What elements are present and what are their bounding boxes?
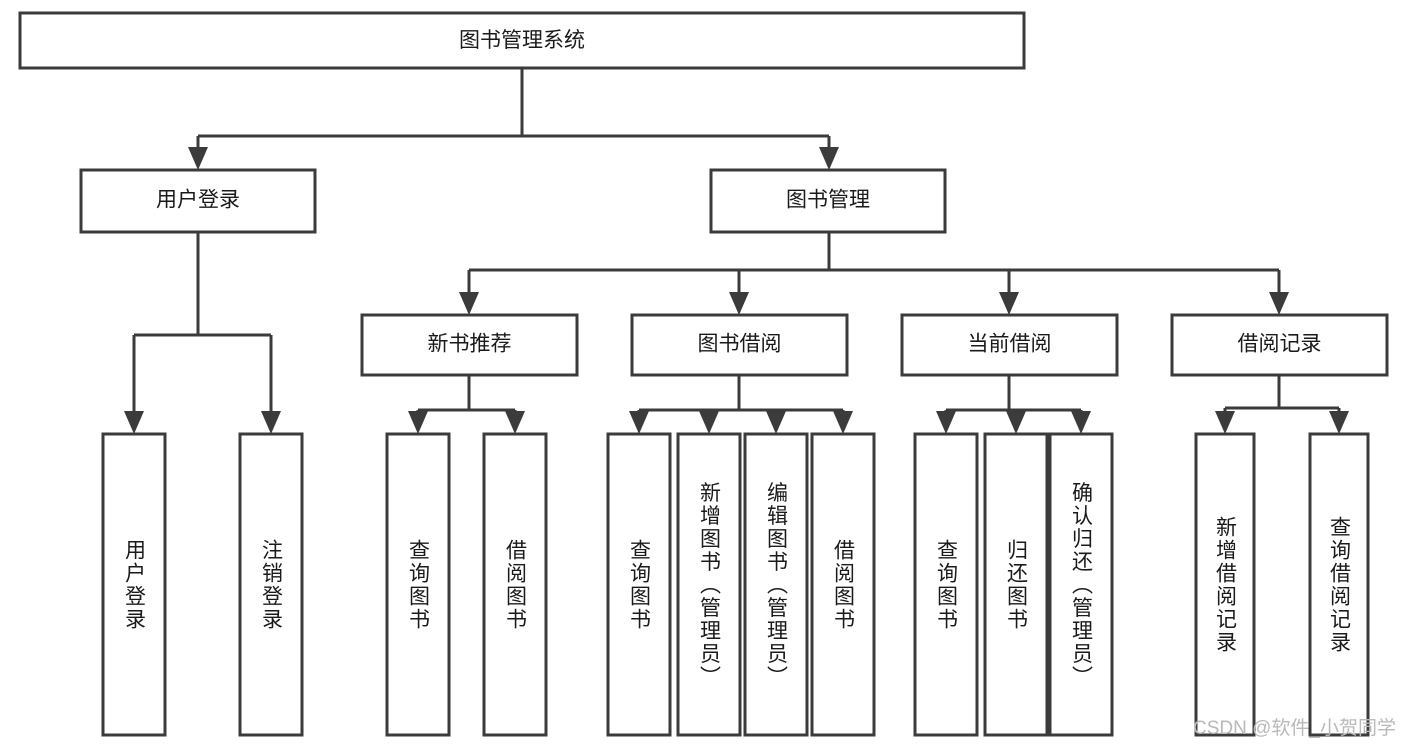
node-box	[238, 432, 304, 737]
node-book-borrow[interactable]: 图书借阅	[630, 313, 849, 377]
leaf-query-book-recommend[interactable]: 查询图书	[385, 432, 451, 737]
node-box	[1170, 313, 1389, 377]
node-label: 借阅图书	[832, 539, 856, 631]
arrow-to-leaf-query-book-1	[408, 411, 428, 434]
arrow-to-leaf-add-book	[699, 411, 719, 434]
node-box	[810, 432, 876, 737]
arrow-to-leaf-logout	[261, 411, 281, 434]
arrow-to-leaf-confirm-return	[1071, 411, 1091, 434]
node-borrow-record[interactable]: 借阅记录	[1170, 313, 1389, 377]
node-box	[385, 432, 451, 737]
leaf-user-login[interactable]: 用户登录	[101, 432, 167, 737]
node-label: 当前借阅	[968, 333, 1052, 356]
leaf-edit-book-admin[interactable]: 编辑图书（管理员）	[743, 432, 809, 737]
node-label: 查询借阅记录	[1328, 516, 1352, 654]
leaf-borrow-book[interactable]: 借阅图书	[810, 432, 876, 737]
arrow-to-new-book-recommend	[459, 292, 479, 315]
node-box	[630, 313, 849, 377]
node-label: 借阅记录	[1238, 333, 1322, 356]
watermark-text: CSDN @软件_小贺同学	[1193, 717, 1396, 739]
node-label: 图书管理	[786, 189, 870, 212]
node-system-title[interactable]: 图书管理系统	[18, 11, 1026, 70]
node-user-login[interactable]: 用户登录	[79, 168, 317, 234]
node-box	[676, 432, 742, 737]
leaf-logout[interactable]: 注销登录	[238, 432, 304, 737]
node-label: 查询图书	[407, 539, 431, 631]
leaf-add-borrow-record[interactable]: 新增借阅记录	[1194, 432, 1256, 737]
arrow-to-leaf-borrow-book-1	[505, 411, 525, 434]
arrow-to-user-login	[188, 147, 208, 170]
node-label: 用户登录	[123, 539, 147, 631]
arrow-to-leaf-query-book-2	[629, 411, 649, 434]
arrow-to-leaf-return-book	[1006, 411, 1026, 434]
node-label: 确认归还（管理员）	[1070, 482, 1094, 689]
leaf-query-book-borrow[interactable]: 查询图书	[606, 432, 672, 737]
node-box	[101, 432, 167, 737]
node-label: 新书推荐	[428, 333, 512, 356]
arrow-to-leaf-edit-book	[766, 411, 786, 434]
node-box	[743, 432, 809, 737]
node-box	[1308, 432, 1370, 737]
arrow-to-leaf-borrow-book-2	[833, 411, 853, 434]
node-label: 图书借阅	[698, 333, 782, 356]
leaf-query-borrow-record[interactable]: 查询借阅记录	[1308, 432, 1370, 737]
arrow-to-leaf-query-book-3	[936, 411, 956, 434]
arrow-to-book-management	[819, 147, 839, 170]
leaf-add-book-admin[interactable]: 新增图书（管理员）	[676, 432, 742, 737]
node-label: 用户登录	[156, 189, 240, 212]
arrow-to-current-borrow	[999, 292, 1019, 315]
leaf-confirm-return-admin[interactable]: 确认归还（管理员）	[1048, 432, 1114, 737]
node-box	[1048, 432, 1114, 737]
node-box	[360, 313, 579, 377]
node-box	[79, 168, 317, 234]
node-box	[482, 432, 548, 737]
node-new-book-recommend[interactable]: 新书推荐	[360, 313, 579, 377]
node-label: 新增图书（管理员）	[698, 482, 722, 689]
node-box	[606, 432, 672, 737]
node-box	[900, 313, 1119, 377]
arrow-to-book-borrow	[729, 292, 749, 315]
node-label: 归还图书	[1005, 539, 1029, 631]
leaf-borrow-book-recommend[interactable]: 借阅图书	[482, 432, 548, 737]
connector-layer	[124, 68, 1349, 434]
node-box	[709, 168, 947, 234]
leaf-query-book-current[interactable]: 查询图书	[913, 432, 979, 737]
node-label: 查询图书	[935, 539, 959, 631]
node-label: 注销登录	[260, 539, 284, 631]
arrow-to-leaf-user-login	[124, 411, 144, 434]
node-label: 借阅图书	[504, 539, 528, 631]
node-current-borrow[interactable]: 当前借阅	[900, 313, 1119, 377]
arrow-to-leaf-query-record	[1329, 411, 1349, 434]
node-label: 查询图书	[628, 539, 652, 631]
node-box	[18, 11, 1026, 70]
node-box	[913, 432, 979, 737]
node-book-management[interactable]: 图书管理	[709, 168, 947, 234]
node-label: 编辑图书（管理员）	[765, 482, 789, 689]
arrow-to-leaf-add-record	[1215, 411, 1235, 434]
arrow-to-borrow-record	[1269, 292, 1289, 315]
node-label: 新增借阅记录	[1214, 516, 1238, 654]
node-box	[1194, 432, 1256, 737]
node-box	[983, 432, 1049, 737]
node-label: 图书管理系统	[459, 29, 585, 52]
leaf-return-book[interactable]: 归还图书	[983, 432, 1049, 737]
node-layer: 图书管理系统 用户登录 图书管理 新书推荐 图书借阅 当前	[18, 11, 1389, 737]
